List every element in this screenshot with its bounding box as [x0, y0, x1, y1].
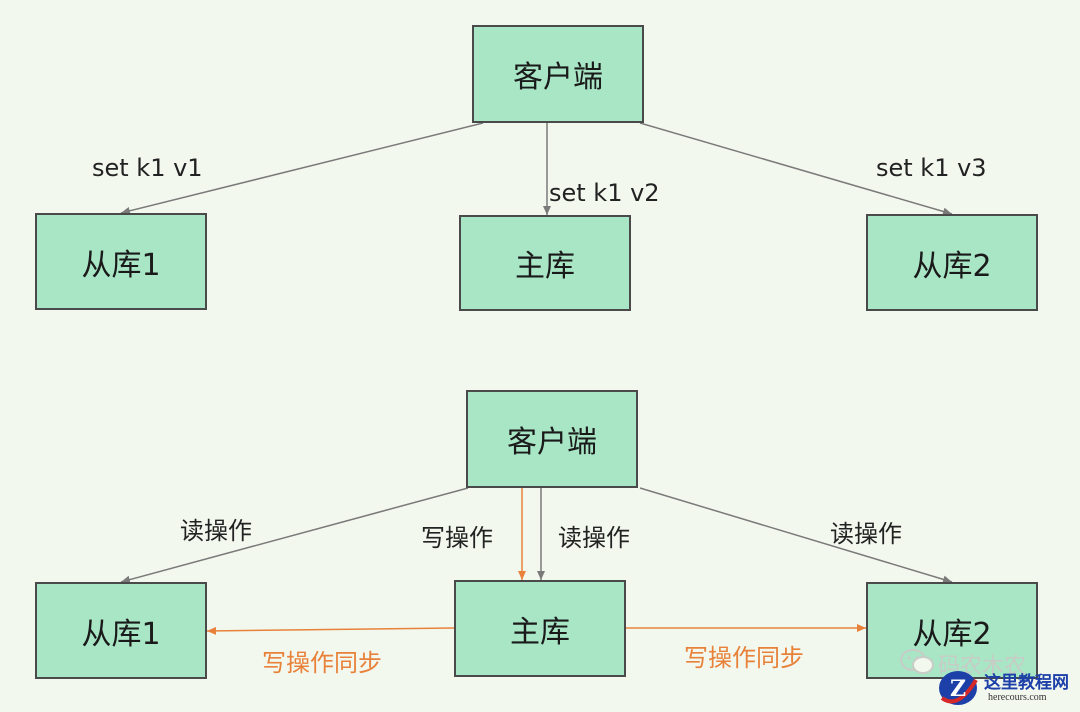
bottom-edge-read-replica1 — [120, 487, 469, 584]
top-edge-label-middle: set k1 v2 — [549, 179, 660, 207]
top-edge-client-to-replica1 — [120, 122, 484, 215]
top-master-node: 主库 — [459, 215, 631, 311]
site-domain: herecours.com — [988, 692, 1047, 703]
site-logo: Z 这里教程网 herecours.com — [930, 664, 1080, 712]
top-client-node: 客户端 — [472, 25, 644, 123]
site-name: 这里教程网 — [984, 673, 1069, 693]
bottom-label-write-middle: 写操作 — [421, 524, 493, 552]
top-edge-label-right: set k1 v3 — [876, 154, 987, 182]
top-edge-client-to-replica2 — [639, 122, 953, 216]
top-edge-label-left: set k1 v1 — [92, 154, 203, 182]
top-replica1-node: 从库1 — [35, 213, 207, 310]
svg-text:Z: Z — [950, 676, 966, 702]
top-replica2-node: 从库2 — [866, 214, 1038, 311]
site-logo-icon: Z — [939, 671, 978, 705]
bottom-label-sync-right: 写操作同步 — [684, 644, 804, 672]
bottom-label-read-left: 读操作 — [180, 517, 252, 545]
bottom-label-read-right: 读操作 — [830, 520, 902, 548]
bottom-label-read-middle: 读操作 — [558, 524, 630, 552]
bottom-edge-sync-replica1 — [206, 626, 455, 635]
bottom-client-node: 客户端 — [466, 390, 638, 488]
wechat-icon — [900, 649, 934, 674]
bottom-master-node: 主库 — [454, 580, 626, 677]
bottom-replica1-node: 从库1 — [35, 582, 207, 679]
bottom-edge-read-replica2 — [639, 487, 953, 584]
bottom-label-sync-left: 写操作同步 — [262, 649, 382, 677]
